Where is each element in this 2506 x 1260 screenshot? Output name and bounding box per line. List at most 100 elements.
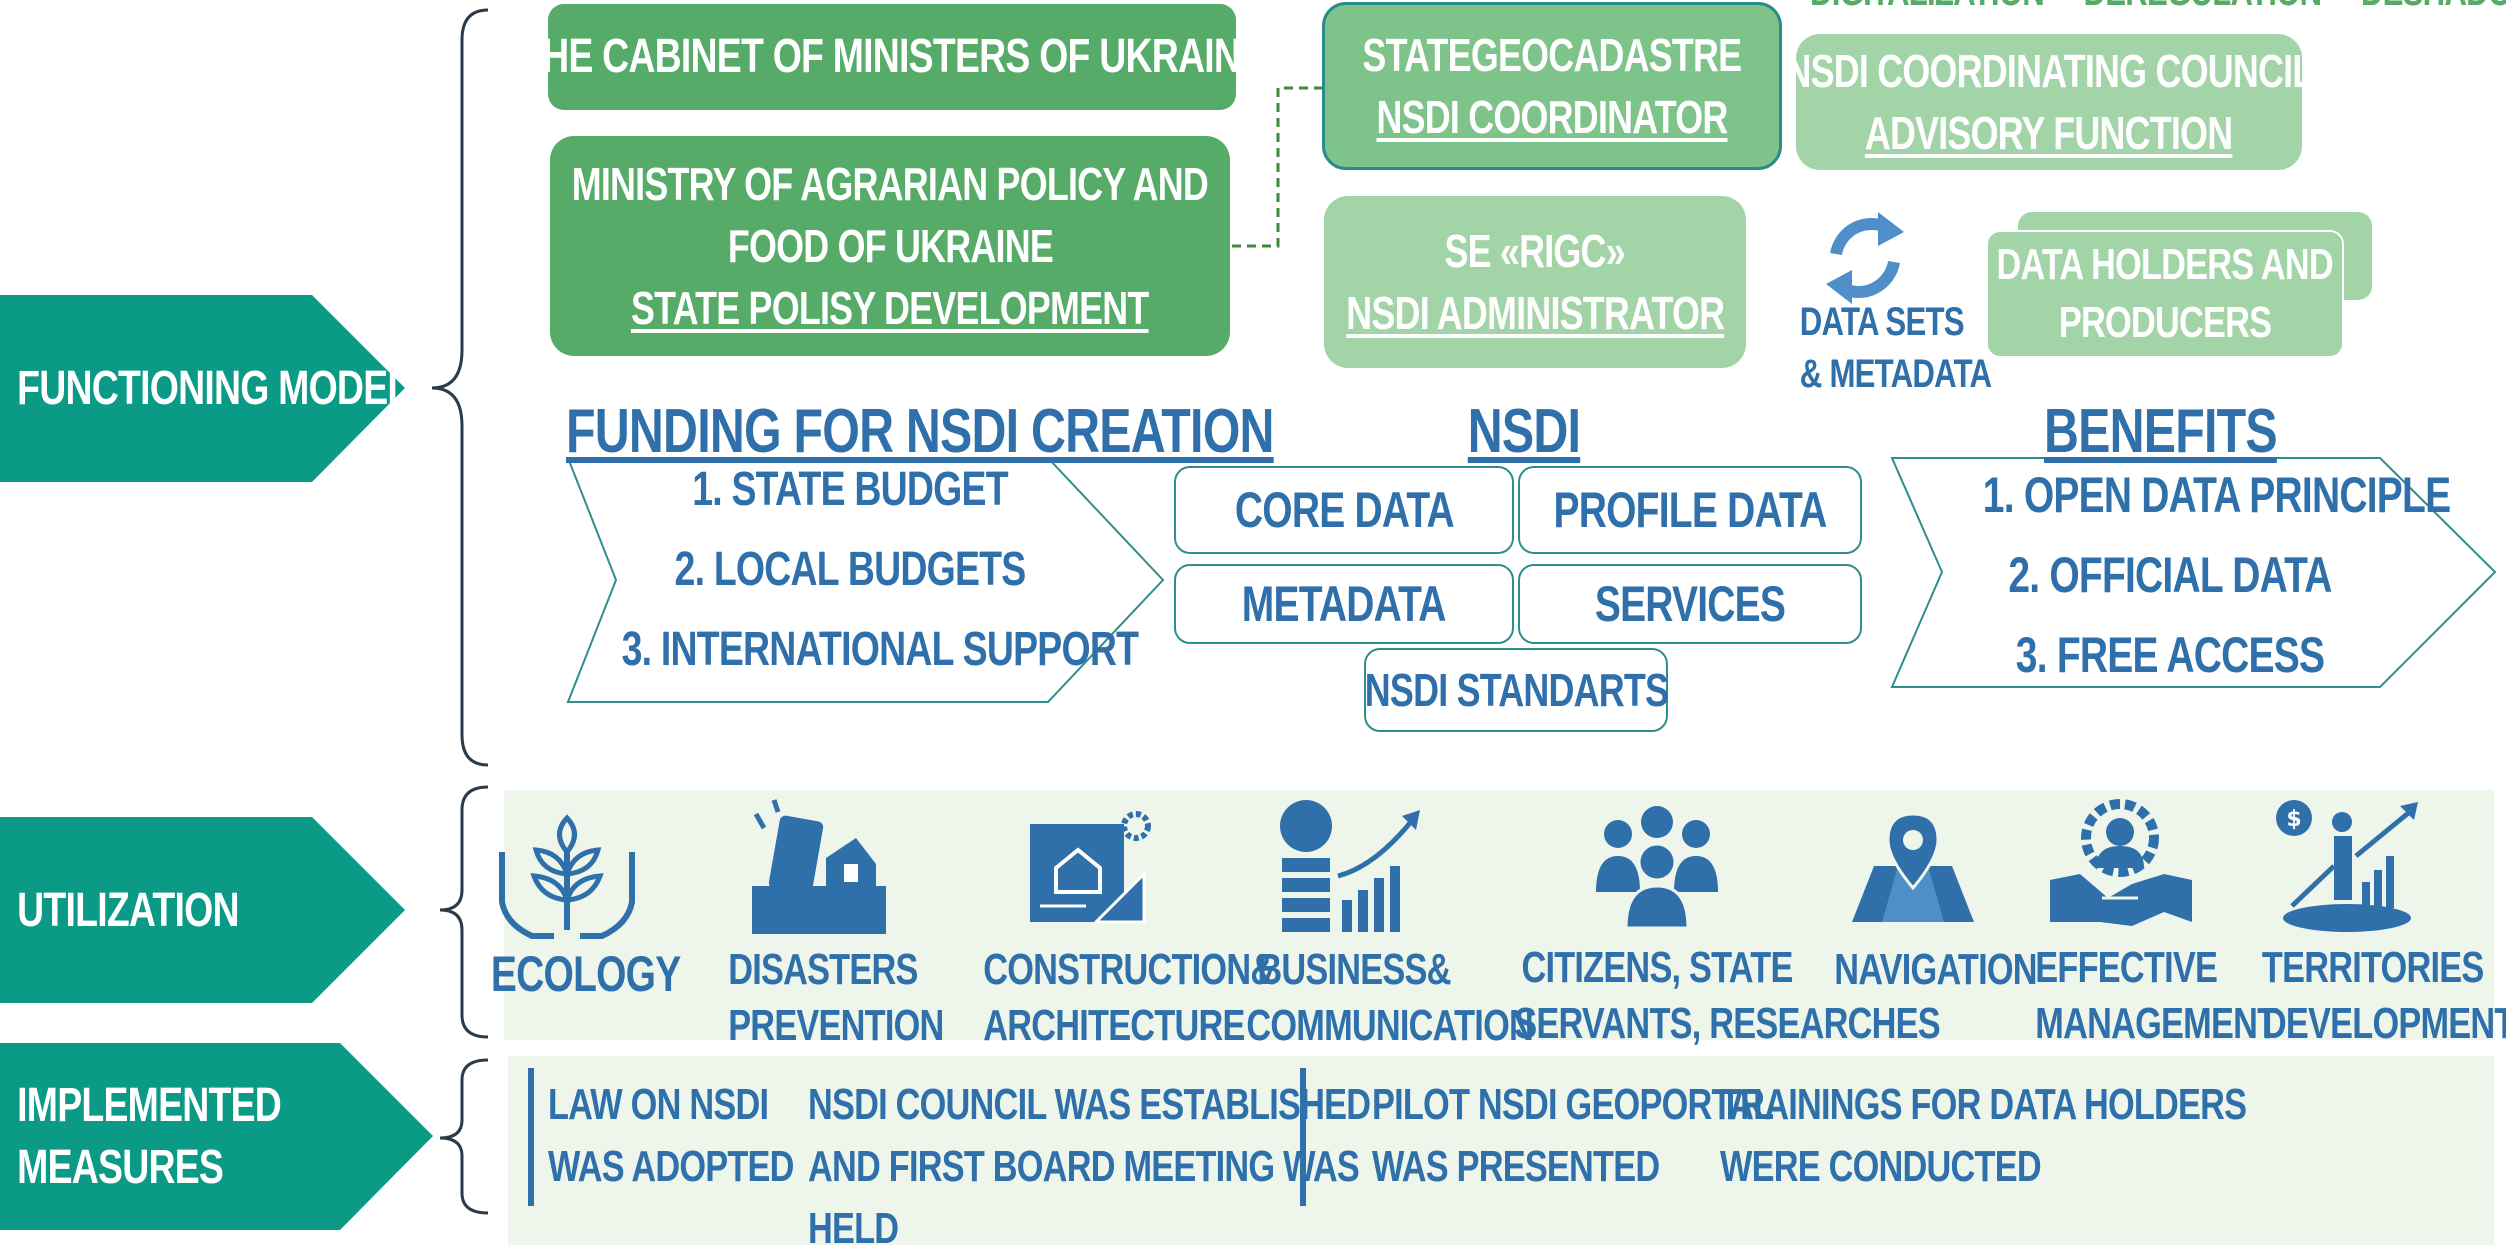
holders-box: DATA HOLDERS AND PRODUCERS: [1986, 230, 2344, 358]
stategeocadastre-box: STATEGEOCADASTRE NSDI COORDINATOR: [1322, 2, 1782, 170]
funding-chevron: [566, 457, 1165, 703]
council-line1: NSDI COORDINATING COUNCIL: [1785, 45, 2314, 97]
measure-geoportal-line2: WAS PRESENTED: [1372, 1142, 1660, 1191]
rigc-line2: NSDI ADMINISTRATOR: [1346, 287, 1725, 339]
nsdi-metadata-label: METADATA: [1242, 576, 1447, 632]
council-line2: ADVISORY FUNCTION: [1865, 107, 2233, 159]
citizens-icon: [1596, 806, 1718, 930]
brace-measures: [439, 1058, 489, 1215]
nsdi-core-data: CORE DATA: [1174, 466, 1514, 554]
brace-functioning: [431, 8, 489, 767]
construction-icon: [1030, 811, 1151, 924]
measure-trainings-line2: WERE CONDUCTED: [1720, 1142, 2042, 1191]
benefits-chevron: [1890, 457, 2497, 688]
cabinet-label: THE CABINET OF MINISTERS OF UKRAINE: [519, 30, 1265, 83]
util-business-line2: COMMUNICATION: [1246, 1001, 1533, 1050]
section-arrow-utilization: [0, 817, 405, 1003]
nsdi-services-label: SERVICES: [1594, 576, 1786, 632]
section-arrow-measures: [0, 1043, 433, 1230]
nsdi-metadata: METADATA: [1174, 564, 1514, 644]
benefits-item-1: 1. OPEN DATA PRINCIPLE: [1982, 467, 2451, 523]
benefits-item-2: 2. OFFICIAL DATA: [2008, 547, 2332, 603]
holders-line2: PRODUCERS: [2058, 298, 2272, 347]
util-construction-line2: ARCHITECTURE: [983, 1001, 1245, 1050]
section-arrow-functioning: [0, 295, 405, 482]
nsdi-services: SERVICES: [1518, 564, 1862, 644]
ministry-box: MINISTRY OF AGRARIAN POLICY AND FOOD OF …: [550, 136, 1230, 356]
util-label-ecology: ECOLOGY: [490, 946, 681, 1002]
measure-council-line3: HELD: [808, 1204, 899, 1253]
nsdi-profile-data: PROFILE DATA: [1518, 466, 1862, 554]
util-citizens-line2: SERVANTS, RESEARCHES: [1514, 999, 1940, 1048]
util-management-line1: EFFECTIVE: [2035, 943, 2218, 992]
util-label-citizens: CITIZENS, STATE SERVANTS, RESEARCHES: [1514, 940, 1940, 1052]
datasets-line1: DATA SETS: [1799, 300, 1965, 344]
measure-council: NSDI COUNCIL WAS ESTABLISHED AND FIRST B…: [808, 1074, 1371, 1260]
rigc-line1: SE «RIGC»: [1444, 225, 1626, 277]
util-label-territories: TERRITORIES DEVELOPMENT: [2261, 940, 2506, 1052]
ministry-line3: STATE POLISY DEVELOPMENT: [631, 282, 1149, 334]
cabinet-box: THE CABINET OF MINISTERS OF UKRAINE: [520, 4, 1265, 110]
funding-item-1: 1. STATE BUDGET: [692, 463, 1008, 516]
funding-item-3: 3. INTERNATIONAL SUPPORT: [621, 623, 1139, 676]
measure-trainings-line1: TRAININGS FOR DATA HOLDERS: [1720, 1080, 2247, 1129]
util-disasters-line1: DISASTERS: [728, 945, 918, 994]
territories-icon: $: [2276, 800, 2418, 932]
util-navigation-line1: NAVIGATION: [1834, 945, 2037, 994]
top-partial-1: DIGITALIZATION: [1810, 0, 2045, 14]
stategeocadastre-line2: NSDI COORDINATOR: [1376, 91, 1728, 143]
util-label-construction: CONSTRUCTION& ARCHITECTURE: [983, 942, 1275, 1054]
nsdi-standarts: NSDI STANDARTS: [1364, 648, 1668, 732]
implemented-text: IMPLEMENTED: [17, 1078, 282, 1132]
ministry-line2: FOOD OF UKRAINE: [727, 220, 1053, 272]
section-label-functioning: FUNCTIONING MODEL: [0, 295, 410, 482]
utilization-text: UTILIZATION: [17, 883, 239, 937]
measure-geoportal-line1: PILOT NSDI GEOPORTAL: [1372, 1080, 1774, 1129]
datasets-line2: & METADATA: [1799, 352, 1992, 396]
nsdi-core-data-label: CORE DATA: [1234, 482, 1454, 538]
svg-text:$: $: [2286, 807, 2301, 832]
benefits-item-3: 3. FREE ACCESS: [2015, 627, 2325, 683]
util-construction-line1: CONSTRUCTION&: [983, 945, 1275, 994]
measure-council-line2: AND FIRST BOARD MEETING WAS: [808, 1142, 1360, 1191]
util-business-line1: BUSINESS&: [1257, 945, 1451, 994]
util-territories-line2: DEVELOPMENT: [2261, 999, 2506, 1048]
functioning-model-text: FUNCTIONING MODEL: [17, 361, 410, 415]
top-partial-3: DESHADOWING: [2361, 0, 2506, 14]
holders-line1: DATA HOLDERS AND: [1996, 240, 2334, 289]
util-ecology-line1: ECOLOGY: [490, 946, 681, 1002]
measure-geoportal: PILOT NSDI GEOPORTAL WAS PRESENTED: [1372, 1074, 1774, 1198]
measures-band: [508, 1056, 2494, 1245]
measure-law: LAW ON NSDI WAS ADOPTED: [548, 1074, 794, 1198]
section-label-measures: IMPLEMENTED MEASURES: [0, 1043, 282, 1230]
util-label-management: EFFECTIVE MANAGEMENT: [2035, 940, 2278, 1052]
measure-council-line1: NSDI COUNCIL WAS ESTABLISHED: [808, 1080, 1371, 1129]
section-label-utilization: UTILIZATION: [0, 817, 239, 1004]
measures-divider-2: [1300, 1068, 1306, 1206]
nsdi-profile-data-label: PROFILE DATA: [1553, 482, 1828, 538]
util-management-line2: MANAGEMENT: [2035, 999, 2278, 1048]
navigation-icon: [1852, 812, 1974, 922]
funding-item-2: 2. LOCAL BUDGETS: [674, 543, 1027, 596]
top-partial-text: DIGITALIZATION DEREGULATION DESHADOWING: [1810, 0, 2506, 15]
rigc-box: SE «RIGC» NSDI ADMINISTRATOR: [1324, 196, 1746, 368]
datasets-label: DATA SETS & METADATA: [1799, 296, 1992, 400]
measures-text: MEASURES: [17, 1140, 224, 1194]
sync-icon: [1826, 212, 1904, 304]
top-partial-2: DEREGULATION: [2083, 0, 2322, 14]
nsdi-title: NSDI: [1467, 397, 1581, 466]
brace-utilization: [439, 785, 489, 1039]
measure-trainings: TRAININGS FOR DATA HOLDERS WERE CONDUCTE…: [1720, 1074, 2247, 1198]
disasters-icon: [752, 799, 886, 934]
measure-law-line2: WAS ADOPTED: [548, 1142, 794, 1191]
benefits-title: BENEFITS: [2044, 397, 2278, 466]
management-icon: [2050, 799, 2192, 926]
measure-law-line1: LAW ON NSDI: [548, 1080, 769, 1129]
funding-title: FUNDING FOR NSDI CREATION: [566, 397, 1274, 466]
util-citizens-line1: CITIZENS, STATE: [1521, 943, 1793, 992]
util-disasters-line2: PREVENTION: [728, 1001, 944, 1050]
council-box: NSDI COORDINATING COUNCIL ADVISORY FUNCT…: [1785, 34, 2314, 170]
util-label-navigation: NAVIGATION: [1834, 942, 2037, 998]
measures-divider-1: [528, 1068, 534, 1206]
